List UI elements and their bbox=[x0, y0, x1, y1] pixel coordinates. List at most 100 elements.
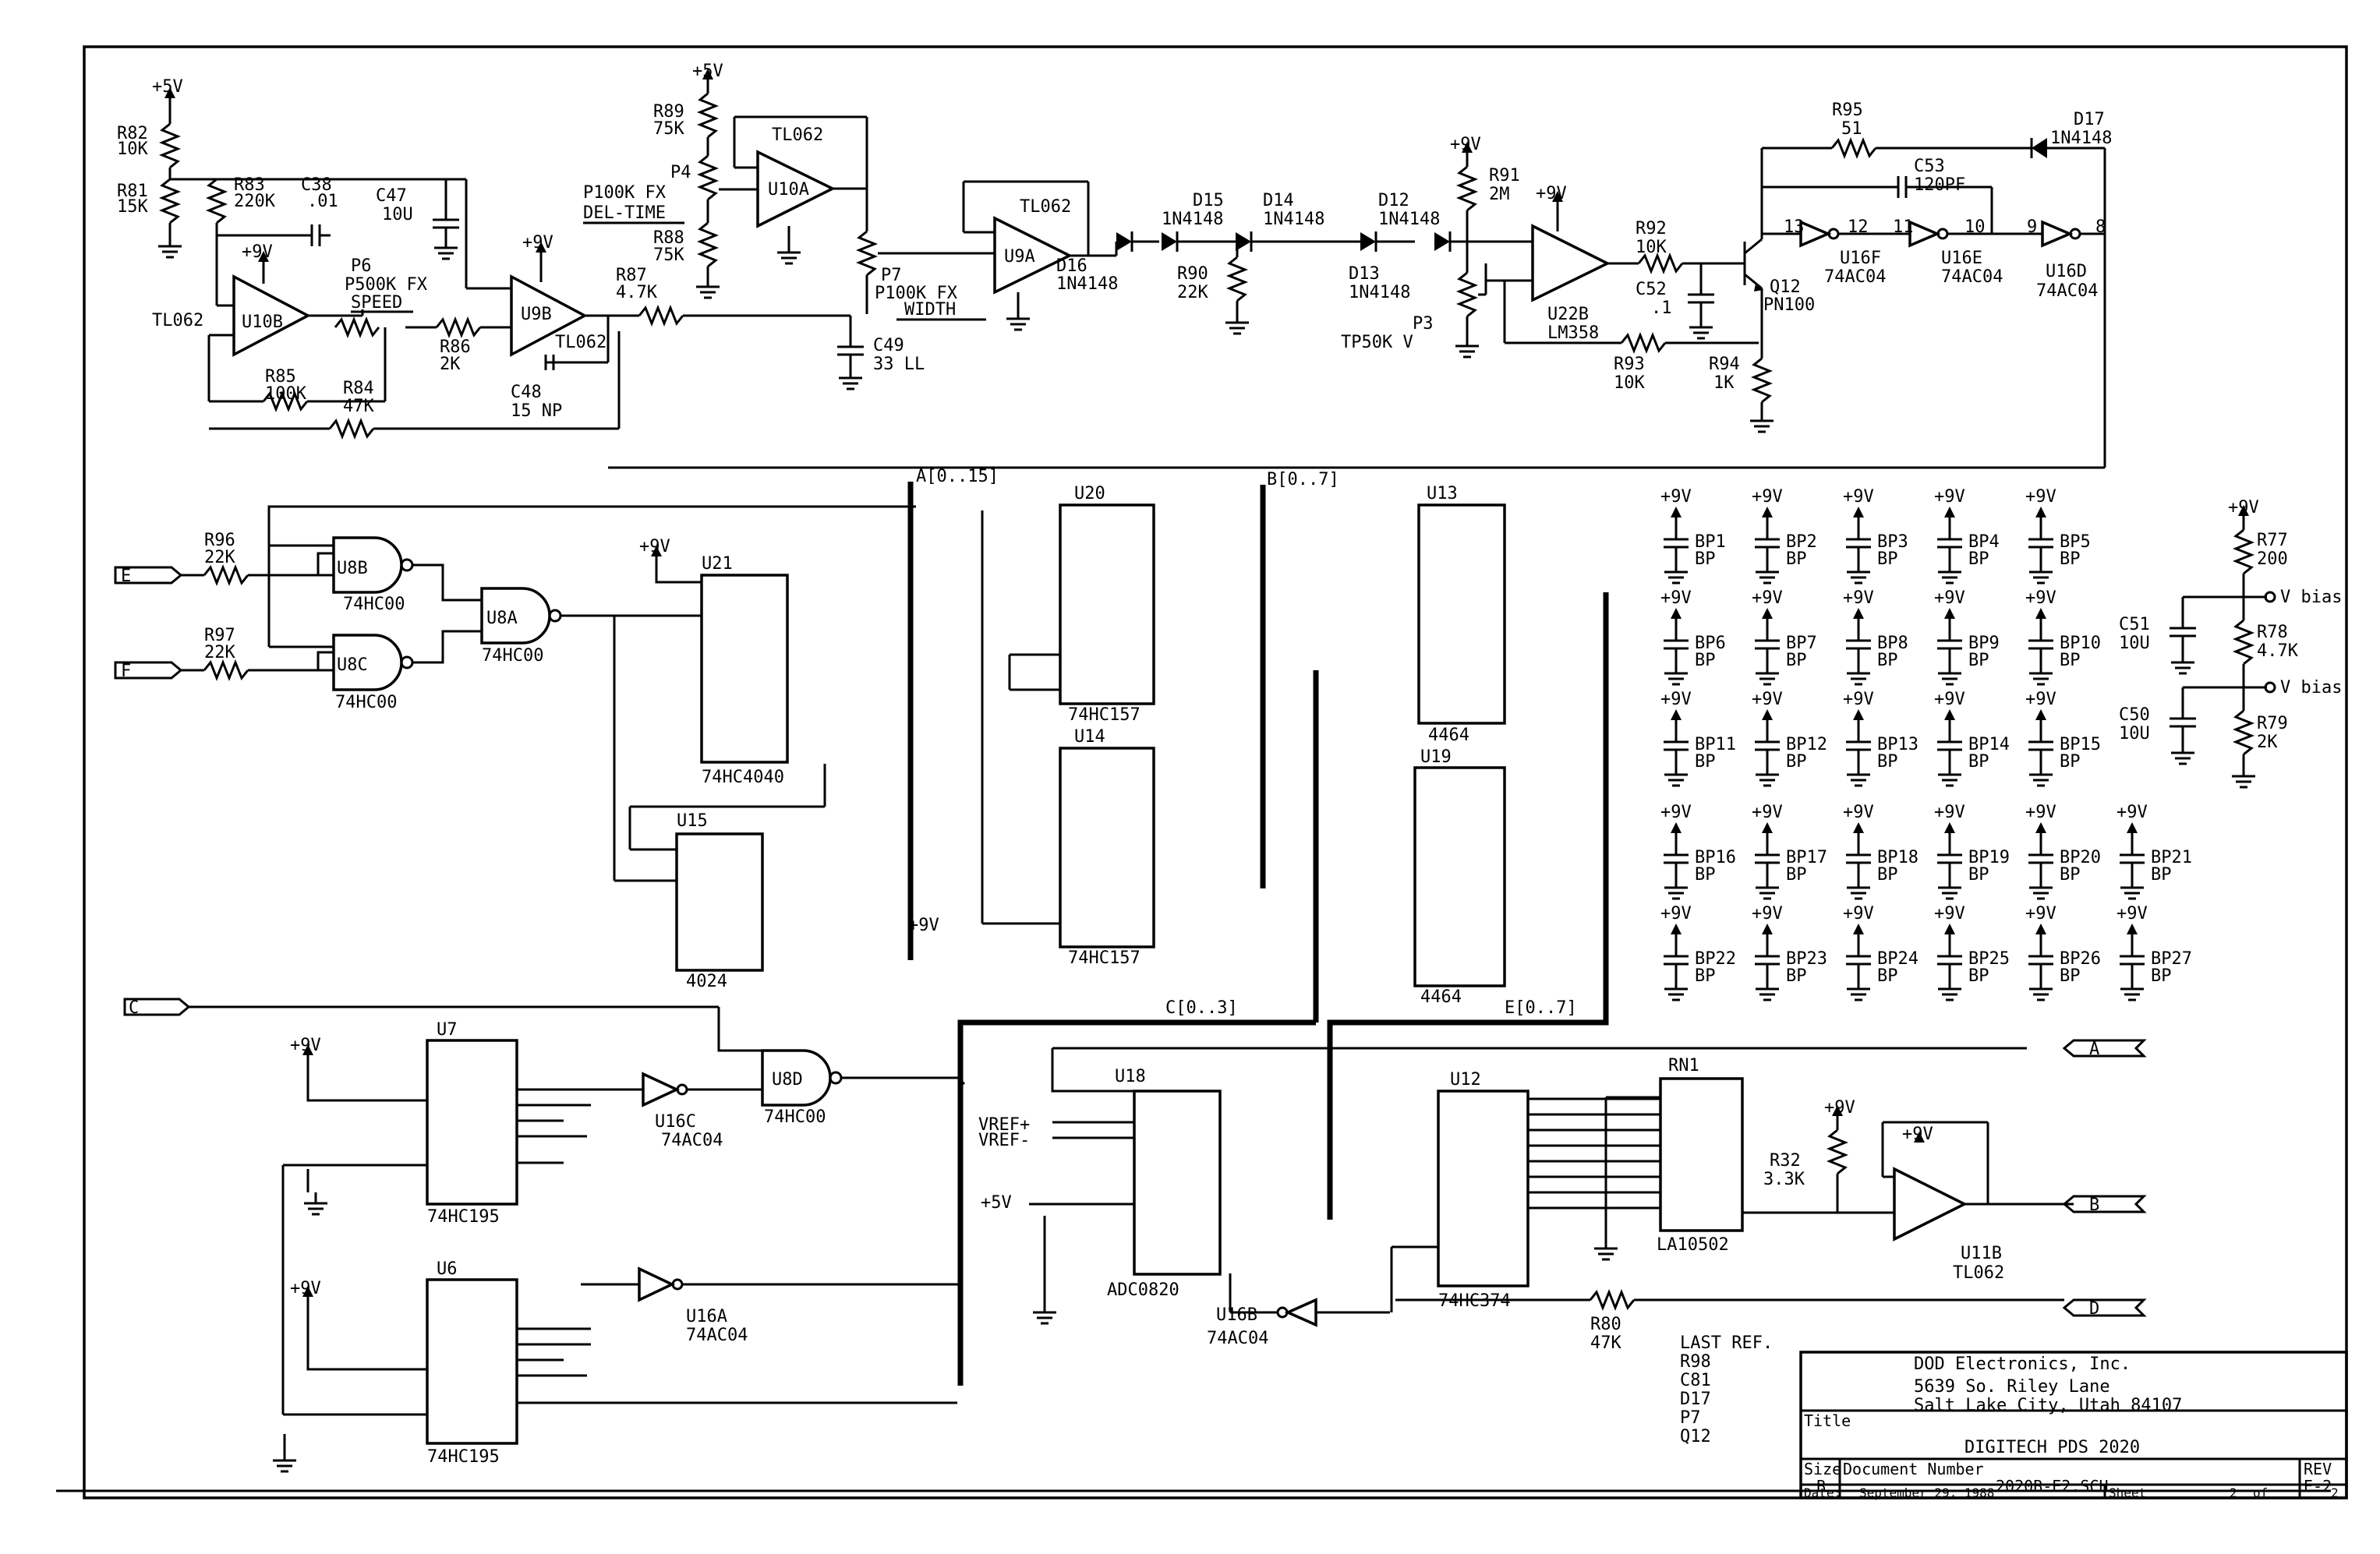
bypass-cap-vcc: +9V bbox=[1660, 803, 1692, 822]
bypass-cap-vcc: +9V bbox=[2025, 588, 2056, 608]
r91-ref: R91 bbox=[1489, 166, 1520, 185]
bypass-cap-symbol bbox=[1937, 608, 1962, 684]
title-label: Title bbox=[1804, 1411, 1851, 1430]
bypass-cap-type: BP bbox=[2151, 966, 2172, 986]
r94-ref: R94 bbox=[1709, 355, 1740, 374]
u21-chip bbox=[700, 574, 789, 764]
last-ref-label: LAST REF. bbox=[1680, 1333, 1773, 1353]
r82-ref: R82 bbox=[117, 124, 148, 143]
p3-value: TP50K V bbox=[1341, 333, 1413, 352]
r90-value: 22K bbox=[1177, 283, 1208, 302]
c48-ref: C48 bbox=[511, 383, 542, 402]
u16d-type: 74AC04 bbox=[2036, 281, 2098, 301]
u9a-ref: U9A bbox=[1004, 247, 1035, 267]
p3-ref: P3 bbox=[1413, 314, 1434, 334]
d12-ref: D12 bbox=[1378, 191, 1409, 210]
rn1-chip bbox=[1659, 1077, 1744, 1232]
bypass-cap-vcc: +9V bbox=[1934, 904, 1965, 924]
u16f-type: 74AC04 bbox=[1824, 267, 1886, 287]
u6-ref: U6 bbox=[437, 1259, 458, 1279]
bypass-cap-symbol bbox=[1846, 709, 1871, 786]
vref-minus: VREF- bbox=[978, 1131, 1030, 1150]
bus-c-label: C[0..3] bbox=[1165, 998, 1238, 1018]
u15-chip bbox=[675, 832, 764, 972]
bus-e bbox=[1327, 592, 1609, 1220]
u8a-type: 74HC00 bbox=[482, 646, 543, 666]
d16-ref: D16 bbox=[1056, 256, 1087, 276]
last-ref-block: LAST REF. R98 C81 D17 P7 Q12 bbox=[1680, 1333, 1773, 1446]
bypass-cap-ref: BP11 bbox=[1695, 735, 1736, 754]
r88-ref: R88 bbox=[653, 228, 684, 248]
bypass-cap-vcc: +9V bbox=[1660, 588, 1692, 608]
date-label: Date: bbox=[1804, 1485, 1841, 1500]
bypass-cap-vcc: +9V bbox=[1843, 904, 1874, 924]
bypass-cap-type: BP bbox=[1695, 549, 1716, 569]
c50-value: 10U bbox=[2119, 724, 2150, 743]
u7-ref: U7 bbox=[437, 1020, 458, 1040]
bypass-cap-ref: BP3 bbox=[1877, 532, 1908, 552]
u8d-ref: U8D bbox=[772, 1070, 803, 1090]
r87-ref: R87 bbox=[616, 266, 647, 285]
u11b-type: TL062 bbox=[1953, 1263, 2004, 1283]
bypass-cap-type: BP bbox=[1877, 752, 1898, 772]
bypass-cap-type: BP bbox=[1786, 651, 1807, 670]
r81-value: 15K bbox=[117, 197, 148, 217]
bypass-cap-symbol bbox=[1846, 507, 1871, 583]
last-ref-item-5: Q12 bbox=[1680, 1427, 1711, 1446]
vcc5-label-1: +5V bbox=[152, 77, 183, 97]
u10b-type: TL062 bbox=[152, 311, 203, 330]
bypass-cap-ref: BP25 bbox=[1968, 949, 2010, 969]
rn1-type: LA10502 bbox=[1657, 1235, 1729, 1255]
p6-value: P500K FX bbox=[345, 275, 428, 295]
adc-vcc5: +5V bbox=[981, 1193, 1012, 1213]
bypass-cap-vcc: +9V bbox=[1752, 690, 1783, 709]
bypass-cap-ref: BP1 bbox=[1695, 532, 1726, 552]
bypass-cap-ref: BP10 bbox=[2060, 634, 2101, 653]
bypass-cap-symbol bbox=[1937, 924, 1962, 1000]
u6-chip bbox=[426, 1278, 518, 1445]
bypass-cap-vcc: +9V bbox=[2025, 803, 2056, 822]
bypass-cap-vcc: +9V bbox=[1934, 588, 1965, 608]
bypass-cap-symbol bbox=[1664, 822, 1689, 899]
connector-d-label: D bbox=[2089, 1299, 2099, 1319]
bypass-cap-type: BP bbox=[1695, 651, 1716, 670]
bypass-cap-vcc: +9V bbox=[2025, 487, 2056, 507]
u11b-ref: U11B bbox=[1961, 1244, 2002, 1263]
u15-ref: U15 bbox=[677, 811, 708, 831]
bypass-cap-symbol bbox=[1664, 709, 1689, 786]
bypass-cap-type: BP bbox=[1968, 549, 1989, 569]
bypass-cap-symbol bbox=[2028, 924, 2053, 1000]
c47-value: 10U bbox=[382, 205, 413, 224]
logic-section: E F R96 22K R97 22K U8B 74HC00 U8C 74HC0… bbox=[114, 467, 2147, 1473]
p7-value: P100K FX bbox=[875, 284, 958, 303]
r32-value: 3.3K bbox=[1763, 1170, 1805, 1189]
bypass-cap-symbol bbox=[1755, 507, 1780, 583]
r84-value: 47K bbox=[343, 397, 374, 416]
bypass-cap-ref: BP20 bbox=[2060, 848, 2101, 867]
u12-ref: U12 bbox=[1450, 1070, 1481, 1090]
d15-value: 1N4148 bbox=[1162, 210, 1223, 229]
bypass-cap-type: BP bbox=[1968, 966, 1989, 986]
bypass-cap-ref: BP19 bbox=[1968, 848, 2010, 867]
r78-value: 4.7K bbox=[2257, 641, 2299, 661]
bypass-cap-type: BP bbox=[1695, 752, 1716, 772]
vcc5-label-2: +5V bbox=[692, 62, 723, 81]
bypass-cap-ref: BP7 bbox=[1786, 634, 1817, 653]
bypass-cap-ref: BP17 bbox=[1786, 848, 1827, 867]
vcc9-u11b: +9V bbox=[1902, 1125, 1933, 1144]
bypass-cap-vcc: +9V bbox=[1843, 803, 1874, 822]
u19-type: 4464 bbox=[1420, 987, 1462, 1007]
u14-ref: U14 bbox=[1074, 727, 1105, 747]
r92-value: 10K bbox=[1636, 238, 1667, 257]
bypass-cap-vcc: +9V bbox=[1843, 487, 1874, 507]
r88-value: 75K bbox=[653, 245, 684, 265]
bypass-cap-type: BP bbox=[1786, 549, 1807, 569]
r95-value: 51 bbox=[1841, 119, 1862, 139]
c48-value: 15 NP bbox=[511, 401, 562, 421]
bypass-cap-symbol bbox=[1664, 924, 1689, 1000]
p4-value: P100K FX bbox=[583, 183, 667, 203]
u15-type: 4024 bbox=[686, 972, 727, 991]
u16b-ref: U16B bbox=[1216, 1305, 1257, 1325]
vcc9-u10b: +9V bbox=[242, 242, 273, 262]
